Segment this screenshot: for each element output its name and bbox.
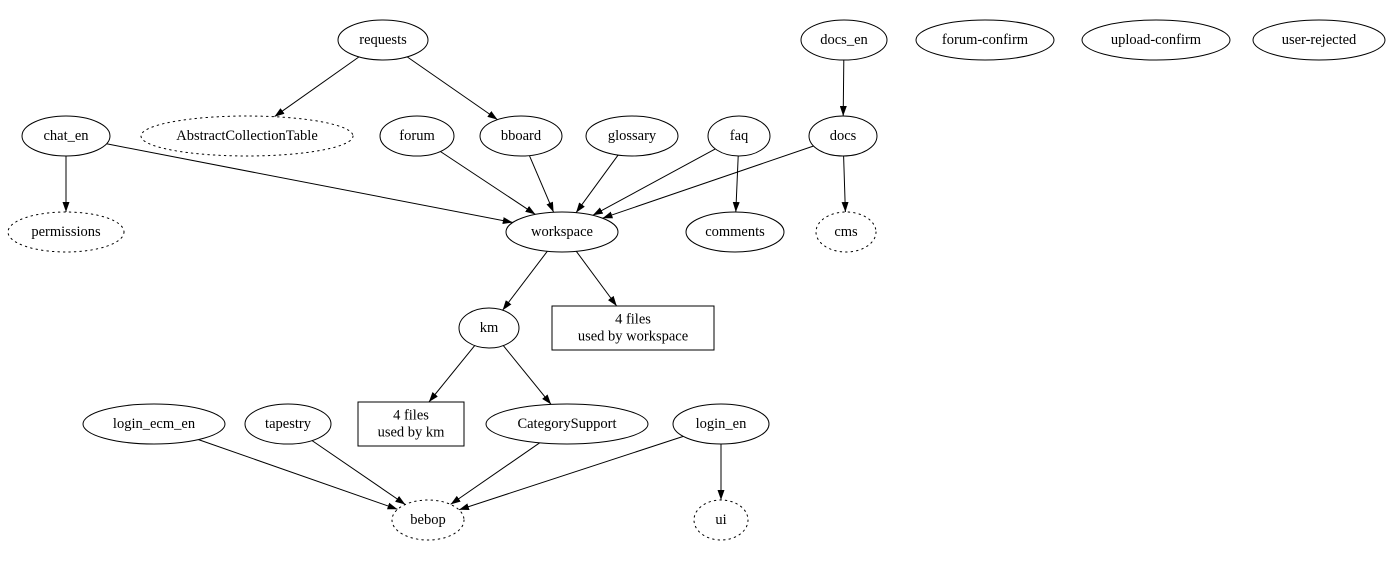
node-shape-bebop [391, 499, 465, 541]
edge-category_support-to-bebop [450, 442, 540, 505]
node-shape-comments [685, 211, 785, 253]
edge-forum-to-workspace [440, 151, 536, 215]
edge-glossary-to-workspace [575, 154, 619, 213]
edge-layer [62, 56, 849, 511]
node-layer: requests docs_en forum-confirm upload-confi… [7, 19, 1386, 541]
node-label-login_ecm_en: login_ecm_en [113, 416, 196, 432]
node-label-km: km [480, 320, 499, 336]
node-forum_confirm: forum-confirm [915, 19, 1055, 61]
node-label-login_en: login_en [696, 416, 747, 432]
node-label-comments: comments [705, 224, 765, 240]
node-shape-ui [693, 499, 749, 541]
node-forum: forum [379, 115, 455, 157]
node-label-permissions: permissions [31, 224, 101, 240]
node-shape-files_workspace [551, 305, 715, 351]
node-ui: ui [693, 499, 749, 541]
node-km: km [458, 307, 520, 349]
edge-faq-to-comments [732, 155, 740, 213]
edge-login_ecm_en-to-bebop [198, 439, 398, 510]
node-label-docs_en: docs_en [820, 32, 868, 48]
edge-faq-to-workspace [592, 148, 716, 216]
node-shape-bboard [479, 115, 563, 157]
edge-chat_en-to-workspace [106, 143, 513, 225]
edge-km-to-files_km [428, 345, 476, 403]
node-label-faq: faq [730, 128, 749, 144]
node-shape-login_ecm_en [82, 403, 226, 445]
node-label-tapestry: tapestry [265, 416, 312, 432]
node-label-forum: forum [399, 128, 435, 144]
node-tapestry: tapestry [244, 403, 332, 445]
node-label-workspace: workspace [531, 224, 593, 240]
node-docs: docs [808, 115, 878, 157]
node-bboard: bboard [479, 115, 563, 157]
node-shape-forum_confirm [915, 19, 1055, 61]
node-abstract_collection_table: AbstractCollectionTable [140, 115, 354, 157]
edge-tapestry-to-bebop [311, 440, 406, 505]
node-label-ui: ui [715, 512, 726, 528]
node-shape-user_rejected [1252, 19, 1386, 61]
node-login_en: login_en [672, 403, 770, 445]
edge-docs-to-cms [841, 155, 849, 213]
node-label-category_support: CategorySupport [517, 416, 616, 432]
node-label-bebop: bebop [410, 512, 445, 528]
node-user_rejected: user-rejected [1252, 19, 1386, 61]
edge-login_en-to-bebop [458, 435, 684, 511]
node-shape-requests [337, 19, 429, 61]
node-workspace: workspace [505, 211, 619, 253]
node-requests: requests [337, 19, 429, 61]
node-label-glossary: glossary [608, 128, 657, 144]
node-label-forum_confirm: forum-confirm [942, 32, 1029, 48]
node-chat_en: chat_en [21, 115, 111, 157]
node-upload_confirm: upload-confirm [1081, 19, 1231, 61]
node-label-upload_confirm: upload-confirm [1111, 32, 1202, 48]
node-label-bboard: bboard [501, 128, 542, 144]
node-shape-cms [815, 211, 877, 253]
edge-workspace-to-km [502, 250, 548, 311]
node-label-docs: docs [830, 128, 857, 144]
node-shape-glossary [585, 115, 679, 157]
node-bebop: bebop [391, 499, 465, 541]
node-shape-files_km [357, 401, 465, 447]
edge-docs-to-workspace [602, 145, 814, 219]
node-faq: faq [707, 115, 771, 157]
node-permissions: permissions [7, 211, 125, 253]
node-label-chat_en: chat_en [43, 128, 89, 144]
node-label-requests: requests [359, 32, 407, 48]
node-category_support: CategorySupport [485, 403, 649, 445]
edge-km-to-category_support [502, 345, 552, 405]
node-shape-login_en [672, 403, 770, 445]
node-shape-docs [808, 115, 878, 157]
node-shape-docs_en [800, 19, 888, 61]
node-shape-category_support [485, 403, 649, 445]
node-label-abstract_collection_table: AbstractCollectionTable [176, 128, 318, 144]
node-shape-upload_confirm [1081, 19, 1231, 61]
node-label-cms: cms [834, 224, 858, 240]
node-shape-faq [707, 115, 771, 157]
node-shape-forum [379, 115, 455, 157]
node-shape-chat_en [21, 115, 111, 157]
edge-requests-to-abstract_collection_table [274, 56, 360, 118]
edge-workspace-to-files_workspace [575, 251, 618, 307]
edge-docs_en-to-docs [839, 59, 847, 117]
node-shape-tapestry [244, 403, 332, 445]
edge-requests-to-bboard [406, 56, 498, 121]
node-shape-workspace [505, 211, 619, 253]
node-glossary: glossary [585, 115, 679, 157]
node-shape-abstract_collection_table [140, 115, 354, 157]
node-login_ecm_en: login_ecm_en [82, 403, 226, 445]
node-label-user_rejected: user-rejected [1282, 32, 1357, 48]
node-comments: comments [685, 211, 785, 253]
node-shape-permissions [7, 211, 125, 253]
node-shape-km [458, 307, 520, 349]
node-cms: cms [815, 211, 877, 253]
edge-bboard-to-workspace [528, 155, 555, 213]
node-docs_en: docs_en [800, 19, 888, 61]
